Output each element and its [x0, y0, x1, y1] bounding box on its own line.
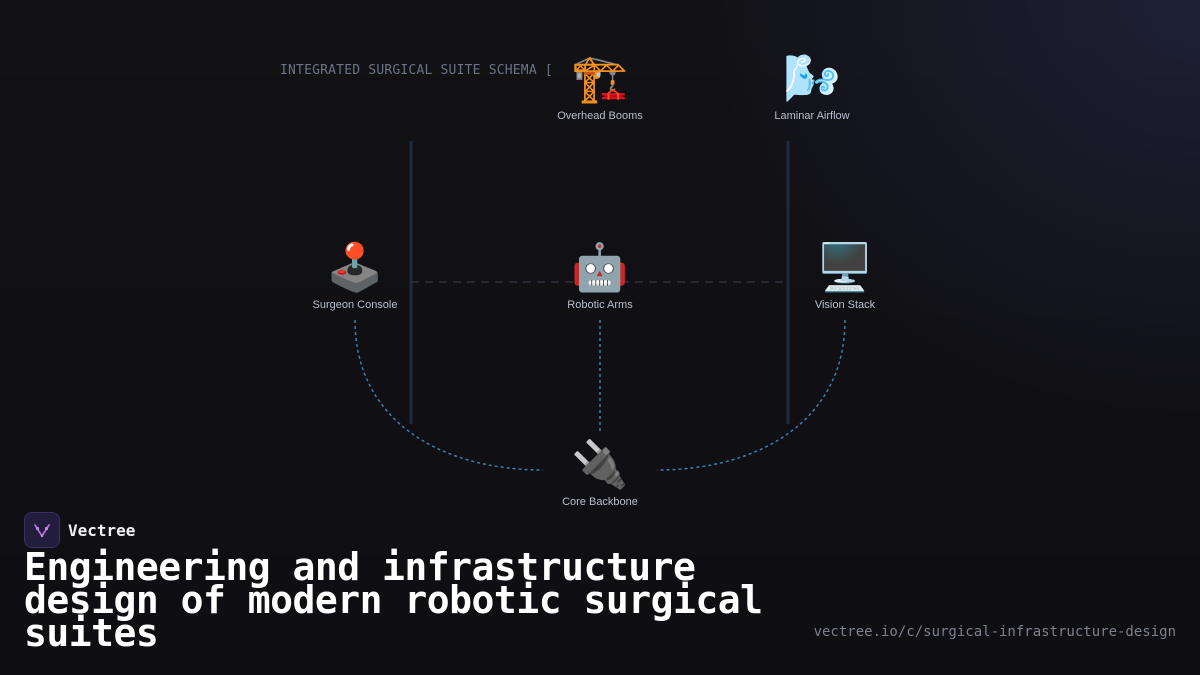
node-overhead-booms: 🏗️ Overhead Booms — [530, 50, 670, 122]
node-laminar-airflow: 🌬️ Laminar Airflow — [742, 50, 882, 122]
node-vision-stack: 🖥️ Vision Stack — [775, 239, 915, 311]
schema-label: INTEGRATED SURGICAL SUITE SCHEMA [ — [280, 63, 553, 78]
node-label: Core Backbone — [562, 496, 638, 508]
crane-icon: 🏗️ — [571, 51, 629, 105]
brand: Vectree — [24, 512, 135, 548]
desktop-computer-icon: 🖥️ — [816, 240, 874, 294]
wire-vision-to-backbone — [656, 319, 846, 471]
brand-name: Vectree — [68, 520, 136, 540]
page-title: Engineering and infrastructure design of… — [24, 545, 763, 655]
node-core-backbone: 🔌 Core Backbone — [530, 436, 670, 508]
node-label: Surgeon Console — [312, 299, 398, 311]
node-robotic-arms: 🤖 Robotic Arms — [530, 239, 670, 311]
vectree-logo-icon — [24, 512, 60, 548]
node-label: Laminar Airflow — [774, 110, 850, 122]
node-label: Robotic Arms — [567, 299, 633, 311]
wind-face-icon: 🌬️ — [783, 51, 841, 105]
node-label: Vision Stack — [814, 299, 876, 311]
electric-plug-icon: 🔌 — [571, 437, 629, 491]
page-url[interactable]: vectree.io/c/surgical-infrastructure-des… — [813, 624, 1176, 640]
wire-console-to-backbone — [354, 319, 544, 471]
node-label: Overhead Booms — [557, 110, 643, 122]
node-surgeon-console: 🕹️ Surgeon Console — [285, 239, 425, 311]
joystick-icon: 🕹️ — [326, 240, 384, 294]
robot-icon: 🤖 — [571, 240, 629, 294]
